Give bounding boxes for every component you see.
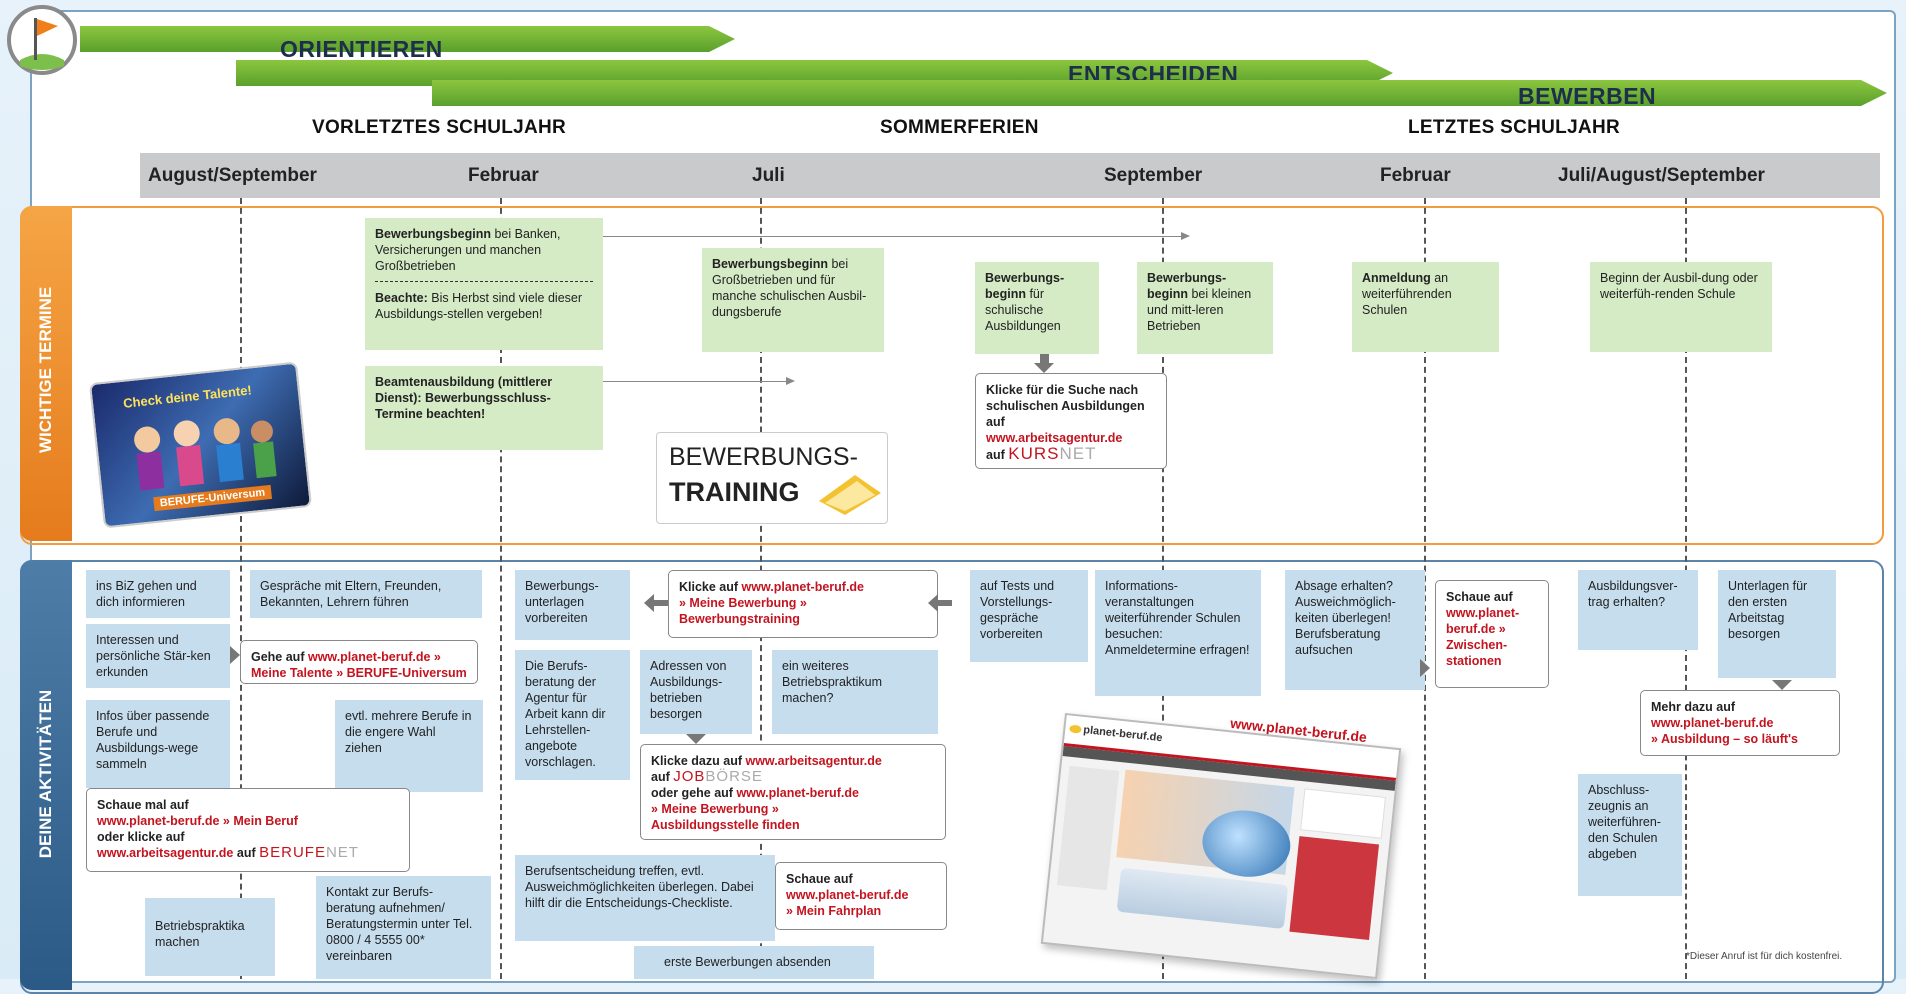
termin-kursnet: Klicke für die Suche nach schulischen Au…: [975, 373, 1167, 469]
month-februar-1: Februar: [468, 165, 539, 186]
site-logo-swoosh: [1069, 724, 1082, 734]
termine-label: WICHTIGE TERMINE: [36, 286, 55, 453]
aktivitaeten-label: DEINE AKTIVITÄTEN: [36, 689, 55, 859]
akt-arbeitstag: Unterlagen für den ersten Arbeitstag bes…: [1718, 570, 1836, 678]
berufenet-logo[interactable]: BERUFENET: [259, 844, 359, 861]
akt-meinberuf: Schaue mal auf www.planet-beruf.de » Mei…: [86, 788, 410, 872]
down-arrow-icon: [1034, 363, 1054, 373]
termin-kleine: Bewerbungs-beginn bei kleinen und mitt-l…: [1137, 262, 1273, 354]
akt-tests: auf Tests und Vorstellungs-gespräche vor…: [970, 570, 1088, 662]
akt-interessen: Interessen und persönliche Stär-ken erku…: [86, 624, 230, 688]
akt-unterlagen: Bewerbungs-unterlagen vorbereiten: [515, 570, 630, 640]
akt-praktika: Betriebspraktika machen: [145, 898, 275, 976]
akt-fahrplan: Schaue auf www.planet-beruf.de » Mein Fa…: [775, 862, 947, 930]
site-panel-2: [1289, 836, 1380, 940]
flag-icon: [6, 4, 78, 76]
month-bar: August/September Februar Juli September …: [140, 153, 1880, 198]
site-sidebar: [1057, 765, 1120, 891]
kursnet-logo[interactable]: KURSNET: [1008, 444, 1097, 463]
game-image: Check deine Talente! BERUFE-Universum: [88, 361, 313, 529]
game-characters: [115, 406, 281, 492]
akt-jobboerse: Klicke dazu auf www.arbeitsagentur.de au…: [640, 744, 946, 840]
akt-agentur: Die Berufs-beratung der Agentur für Arbe…: [515, 650, 630, 780]
left-arrow-icon: [644, 594, 654, 612]
down-arrow-icon: [686, 734, 706, 744]
bewerbungstraining-logo[interactable]: BEWERBUNGS- TRAINING: [656, 432, 888, 524]
arrow-stem: [1040, 354, 1049, 364]
akt-zwischen: Schaue auf www.planet-beruf.de » Zwische…: [1435, 580, 1549, 688]
akt-mehrdazu: Mehr dazu auf www.planet-beruf.de » Ausb…: [1640, 690, 1840, 756]
deadline-arrow: [603, 232, 1190, 240]
arrow-bewerben: [432, 80, 1887, 106]
site-panel: [1300, 788, 1387, 839]
folder-icon: [815, 471, 885, 522]
akt-mehrere: evtl. mehrere Berufe in die engere Wahl …: [335, 700, 483, 792]
period-sommerferien: SOMMERFERIEN: [880, 117, 1039, 138]
timeline-line: [240, 198, 242, 979]
game-title: Check deine Talente!: [122, 382, 253, 411]
termin-divider: [375, 281, 593, 282]
akt-absage: Absage erhalten? Ausweichmöglich-keiten …: [1285, 570, 1425, 690]
akt-gespraeche: Gespräche mit Eltern, Freunden, Bekannte…: [250, 570, 482, 618]
arrow-stem: [654, 600, 668, 606]
akt-entscheidung: Berufsentscheidung treffen, evtl. Auswei…: [515, 855, 775, 941]
aktivitaeten-tab: [20, 560, 72, 990]
termin-beachte: Beachte: Bis Herbst sind viele dieser Au…: [365, 282, 603, 350]
termin-anmeldung: Anmeldung an weiterführenden Schulen: [1352, 262, 1499, 352]
termin-grossbetriebe: Bewerbungsbeginn bei Großbetrieben und f…: [702, 248, 884, 352]
period-letztes: LETZTES SCHULJAHR: [1408, 117, 1620, 138]
phase-bewerben: BEWERBEN: [1518, 83, 1657, 109]
arrow-stem: [938, 600, 952, 606]
akt-adressen: Adressen von Ausbildungs-betrieben besor…: [640, 650, 752, 734]
termin-beamten: Beamtenausbildung (mittlerer Dienst): Be…: [365, 366, 603, 450]
akt-infos: Infos über passende Berufe und Ausbildun…: [86, 700, 230, 788]
akt-infoveranst: Informations-veranstaltungen weiterführe…: [1095, 570, 1261, 696]
jobboerse-logo[interactable]: JOBBÖRSE: [673, 768, 763, 785]
akt-vertrag: Ausbildungsver-trag erhalten?: [1578, 570, 1698, 650]
site-logo: planet-beruf.de: [1082, 724, 1164, 745]
arrow-orientieren: [80, 26, 735, 52]
month-juli: Juli: [752, 165, 785, 186]
termin-banken: Bewerbungsbeginn bei Banken, Versicherun…: [365, 218, 603, 282]
left-arrow-icon: [928, 594, 938, 612]
phase-orientieren: ORIENTIEREN: [280, 36, 443, 62]
period-vorletztes: VORLETZTES SCHULJAHR: [312, 117, 567, 138]
akt-kontakt: Kontakt zur Berufs-beratung aufnehmen/ B…: [316, 876, 491, 979]
termin-schulische: Bewerbungs-beginn für schulische Ausbild…: [975, 262, 1099, 354]
akt-zeugnis: Abschluss-zeugnis an weiterführen-den Sc…: [1578, 774, 1682, 896]
akt-biz: ins BiZ gehen und dich informieren: [86, 570, 230, 618]
akt-absenden: erste Bewerbungen absenden: [634, 946, 874, 979]
game-subtitle: BERUFE-Universum: [153, 484, 272, 512]
website-screenshot: planet-beruf.de: [1040, 712, 1402, 980]
footnote: *Dieser Anruf ist für dich kostenfrei.: [1686, 951, 1843, 962]
right-arrow-icon: [1420, 659, 1430, 677]
timeline-line: [1424, 198, 1426, 979]
site-bubbles: [1116, 867, 1289, 930]
termine-tab: [20, 206, 72, 541]
training-line-2: TRAINING: [669, 477, 800, 507]
month-aug-sep: August/September: [148, 165, 317, 186]
akt-bewerbungstraining: Klicke auf www.planet-beruf.de » Meine B…: [668, 570, 938, 638]
training-line-1: BEWERBUNGS-: [669, 443, 858, 471]
akt-praktikum2: ein weiteres Betriebspraktikum machen?: [772, 650, 938, 734]
termin-beginn: Beginn der Ausbil-dung oder weiterfüh-re…: [1590, 262, 1772, 352]
timeline-line: [500, 198, 502, 979]
month-september: September: [1104, 165, 1203, 186]
right-arrow-icon: [230, 646, 240, 664]
month-jul-aug-sep: Juli/August/September: [1558, 165, 1765, 186]
down-arrow-icon: [1772, 680, 1792, 690]
deadline-arrow: [603, 377, 795, 385]
akt-talente: Gehe auf www.planet-beruf.de » Meine Tal…: [240, 640, 478, 684]
month-februar-2: Februar: [1380, 165, 1451, 186]
